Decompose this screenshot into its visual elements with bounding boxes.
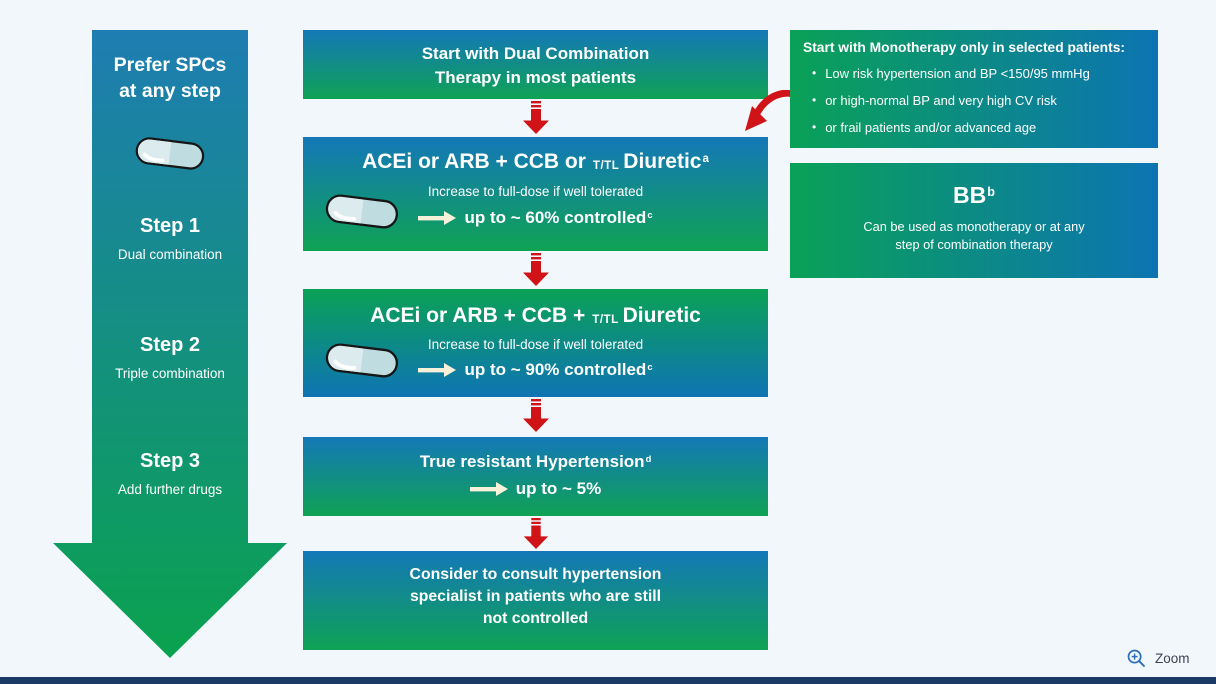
title-text: Diuretic (622, 304, 701, 327)
step-title: Step 2 (139, 334, 201, 356)
heading-line: at any step (119, 80, 221, 102)
right-arrow-icon (418, 363, 457, 377)
heading-line: Prefer SPCs (113, 54, 227, 76)
title-subscript: T/TL (592, 314, 619, 327)
pill-icon (135, 137, 205, 170)
bb-superscript: b (987, 185, 995, 200)
monotherapy-bullet: Low risk hypertension and BP <150/95 mmH… (812, 66, 1090, 81)
flow-box-resistant-hypertension: True resistant Hypertensiond up to ~ 5% (303, 437, 768, 516)
down-arrow-icon (523, 518, 549, 549)
right-arrow-icon (418, 211, 457, 225)
monotherapy-heading: Start with Monotherapy only in selected … (803, 40, 1125, 55)
step-arrow-shape (53, 30, 287, 658)
left-panel-heading: Prefer SPCs at any step (92, 52, 248, 104)
step-1: Step 1 Dual combination (92, 215, 248, 262)
box-result: up to ~ 60% controlledc (303, 208, 768, 228)
result-text: up to ~ 90% controlledc (464, 360, 653, 379)
bb-title: BBb (953, 182, 995, 208)
box-text-line: Start with Dual Combination (421, 44, 650, 63)
title-subscript: T/TL (592, 160, 620, 173)
monotherapy-bullet: or frail patients and/or advanced age (812, 120, 1036, 135)
title-superscript: d (645, 453, 652, 464)
box-text-line: Therapy in most patients (434, 67, 637, 87)
step-title: Step 3 (139, 450, 201, 472)
step-2: Step 2 Triple combination (92, 334, 248, 381)
step-title: Step 1 (139, 215, 201, 237)
box-text-line: Consider to consult hypertension (409, 566, 662, 583)
bb-box: BBb Can be used as monotherapy or at any… (790, 163, 1158, 278)
monotherapy-bullet: or high-normal BP and very high CV risk (812, 93, 1057, 108)
box-subtitle: Increase to full-dose if well tolerated (427, 337, 644, 352)
title-text: ACEi or ARB + CCB or (362, 150, 586, 173)
step-subtitle: Dual combination (117, 247, 223, 262)
box-result: up to ~ 5% (303, 479, 768, 499)
zoom-label: Zoom (1155, 651, 1190, 666)
pill-icon (325, 194, 399, 229)
down-arrow-icon (523, 399, 549, 432)
result-text: up to ~ 5% (515, 479, 602, 498)
bb-text-line: step of combination therapy (895, 236, 1053, 252)
result-superscript: c (647, 209, 653, 220)
box-subtitle: Increase to full-dose if well tolerated (427, 184, 644, 199)
result-text: up to ~ 60% controlledc (464, 208, 653, 227)
down-arrow-icon (523, 101, 549, 134)
step-subtitle: Triple combination (115, 366, 225, 381)
pill-icon (325, 343, 399, 378)
flow-box-start-dual: Start with Dual Combination Therapy in m… (303, 30, 768, 99)
magnifier-plus-icon (1127, 649, 1145, 667)
title-text: Diuretic (623, 150, 702, 173)
footer-bar (0, 677, 1216, 684)
step-subtitle: Add further drugs (117, 482, 223, 497)
result-superscript: c (647, 361, 653, 372)
right-arrow-icon (469, 482, 508, 496)
title-text: ACEi or ARB + CCB + (370, 304, 586, 327)
zoom-button[interactable]: Zoom (1127, 649, 1190, 668)
down-arrow-icon (523, 253, 549, 286)
box-result: up to ~ 90% controlledc (303, 360, 768, 380)
box-text-line: not controlled (482, 610, 589, 627)
box-text-line: specialist in patients who are still (409, 588, 662, 605)
bb-text-line: Can be used as monotherapy or at any (863, 219, 1085, 234)
box-title: True resistant Hypertensiond (419, 452, 652, 471)
step-3: Step 3 Add further drugs (92, 450, 248, 497)
title-superscript: a (702, 152, 709, 165)
monotherapy-box: Start with Monotherapy only in selected … (790, 30, 1158, 148)
flow-box-consult-specialist: Consider to consult hypertension special… (303, 551, 768, 650)
